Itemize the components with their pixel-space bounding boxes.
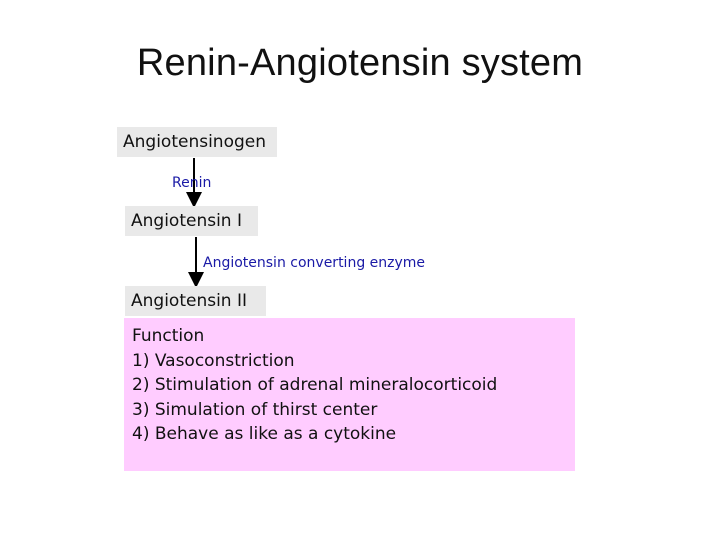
function-item: 4) Behave as like as a cytokine: [132, 424, 397, 444]
node-angiotensin-1: Angiotensin I: [125, 206, 258, 236]
function-heading: Function: [132, 326, 205, 346]
function-item: 1) Vasoconstriction: [132, 350, 295, 371]
enzyme-label-renin: Renin: [172, 175, 212, 191]
function-box: Function 1) Vasoconstriction 2) Stimulat…: [124, 318, 575, 471]
function-item: 3) Simulation of thirst center: [132, 399, 378, 420]
function-item: 2) Stimulation of adrenal mineralocortic…: [132, 375, 498, 395]
enzyme-label-ace: Angiotensin converting enzyme: [203, 255, 426, 271]
slide-title: Renin-Angiotensin system: [136, 42, 584, 84]
node-angiotensin-2: Angiotensin II: [125, 286, 266, 316]
node-angiotensinogen: Angiotensinogen: [117, 127, 277, 157]
